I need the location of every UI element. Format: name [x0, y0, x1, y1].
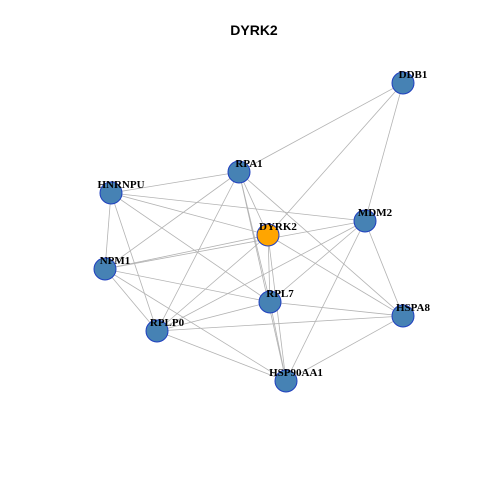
edge-rpa1-dyrk2 — [238, 171, 269, 236]
node-hnrnpu[interactable]: HNRNPU — [97, 179, 145, 205]
edge-rpa1-npm1 — [104, 171, 240, 270]
node-label: HSP90AA1 — [269, 367, 323, 379]
edge-mdm2-hspa8 — [364, 220, 404, 317]
edge-npm1-hsp90aa1 — [104, 268, 287, 382]
edge-rplp0-hsp90aa1 — [156, 330, 287, 382]
edge-rplp0-rpl7 — [156, 301, 271, 332]
node-circle[interactable] — [274, 369, 298, 393]
edge-rpl7-hspa8 — [269, 301, 404, 317]
node-hsp90aa1[interactable]: HSP90AA1 — [269, 367, 323, 393]
node-circle[interactable] — [256, 223, 280, 247]
edge-hsp90aa1-hspa8 — [285, 315, 404, 382]
edge-hnrnpu-dyrk2 — [110, 192, 269, 236]
edge-hnrnpu-rpl7 — [110, 192, 271, 303]
edge-dyrk2-rplp0 — [156, 234, 269, 332]
node-circle[interactable] — [99, 181, 123, 205]
edge-rpl7-hsp90aa1 — [269, 301, 287, 382]
node-circle[interactable] — [391, 71, 415, 95]
edge-hnrnpu-mdm2 — [110, 192, 366, 222]
edge-mdm2-hsp90aa1 — [285, 220, 366, 382]
node-label: NPM1 — [100, 255, 131, 267]
node-label: HSPA8 — [396, 302, 431, 314]
node-label: DYRK2 — [259, 221, 297, 233]
edge-rplp0-hspa8 — [156, 315, 404, 332]
edge-dyrk2-npm1 — [104, 234, 269, 270]
node-label: RPLP0 — [150, 317, 185, 329]
node-dyrk2[interactable]: DYRK2 — [256, 221, 297, 247]
edge-layer — [104, 82, 404, 382]
edge-dyrk2-hspa8 — [267, 234, 404, 317]
node-circle[interactable] — [258, 290, 282, 314]
node-rpl7[interactable]: RPL7 — [258, 288, 294, 314]
node-rplp0[interactable]: RPLP0 — [145, 317, 185, 343]
node-npm1[interactable]: NPM1 — [93, 255, 131, 281]
node-circle[interactable] — [353, 209, 377, 233]
node-circle[interactable] — [227, 160, 251, 184]
node-hspa8[interactable]: HSPA8 — [391, 302, 431, 328]
node-circle[interactable] — [145, 319, 169, 343]
node-circle[interactable] — [93, 257, 117, 281]
edge-mdm2-rpl7 — [269, 220, 366, 303]
node-label: RPL7 — [266, 288, 294, 300]
node-mdm2[interactable]: MDM2 — [353, 207, 393, 233]
node-label: MDM2 — [358, 207, 393, 219]
edge-hnrnpu-npm1 — [104, 192, 112, 270]
graph-title: DYRK2 — [230, 22, 278, 38]
node-rpa1[interactable]: RPA1 — [227, 158, 263, 184]
edge-rpa1-hnrnpu — [110, 171, 240, 194]
edge-npm1-rpl7 — [104, 268, 271, 303]
edge-mdm2-rplp0 — [156, 220, 366, 332]
node-label: RPA1 — [235, 158, 262, 170]
node-label: HNRNPU — [97, 179, 144, 191]
node-circle[interactable] — [391, 304, 415, 328]
node-ddb1[interactable]: DDB1 — [391, 69, 428, 95]
edge-ddb1-dyrk2 — [267, 82, 404, 236]
edge-hnrnpu-rplp0 — [110, 192, 158, 332]
node-label: DDB1 — [399, 69, 428, 81]
edge-ddb1-rpa1 — [238, 82, 404, 173]
edge-ddb1-mdm2 — [364, 82, 404, 222]
edge-mdm2-npm1 — [104, 220, 366, 270]
edge-rpa1-hsp90aa1 — [238, 171, 287, 382]
edge-npm1-rplp0 — [104, 268, 158, 332]
